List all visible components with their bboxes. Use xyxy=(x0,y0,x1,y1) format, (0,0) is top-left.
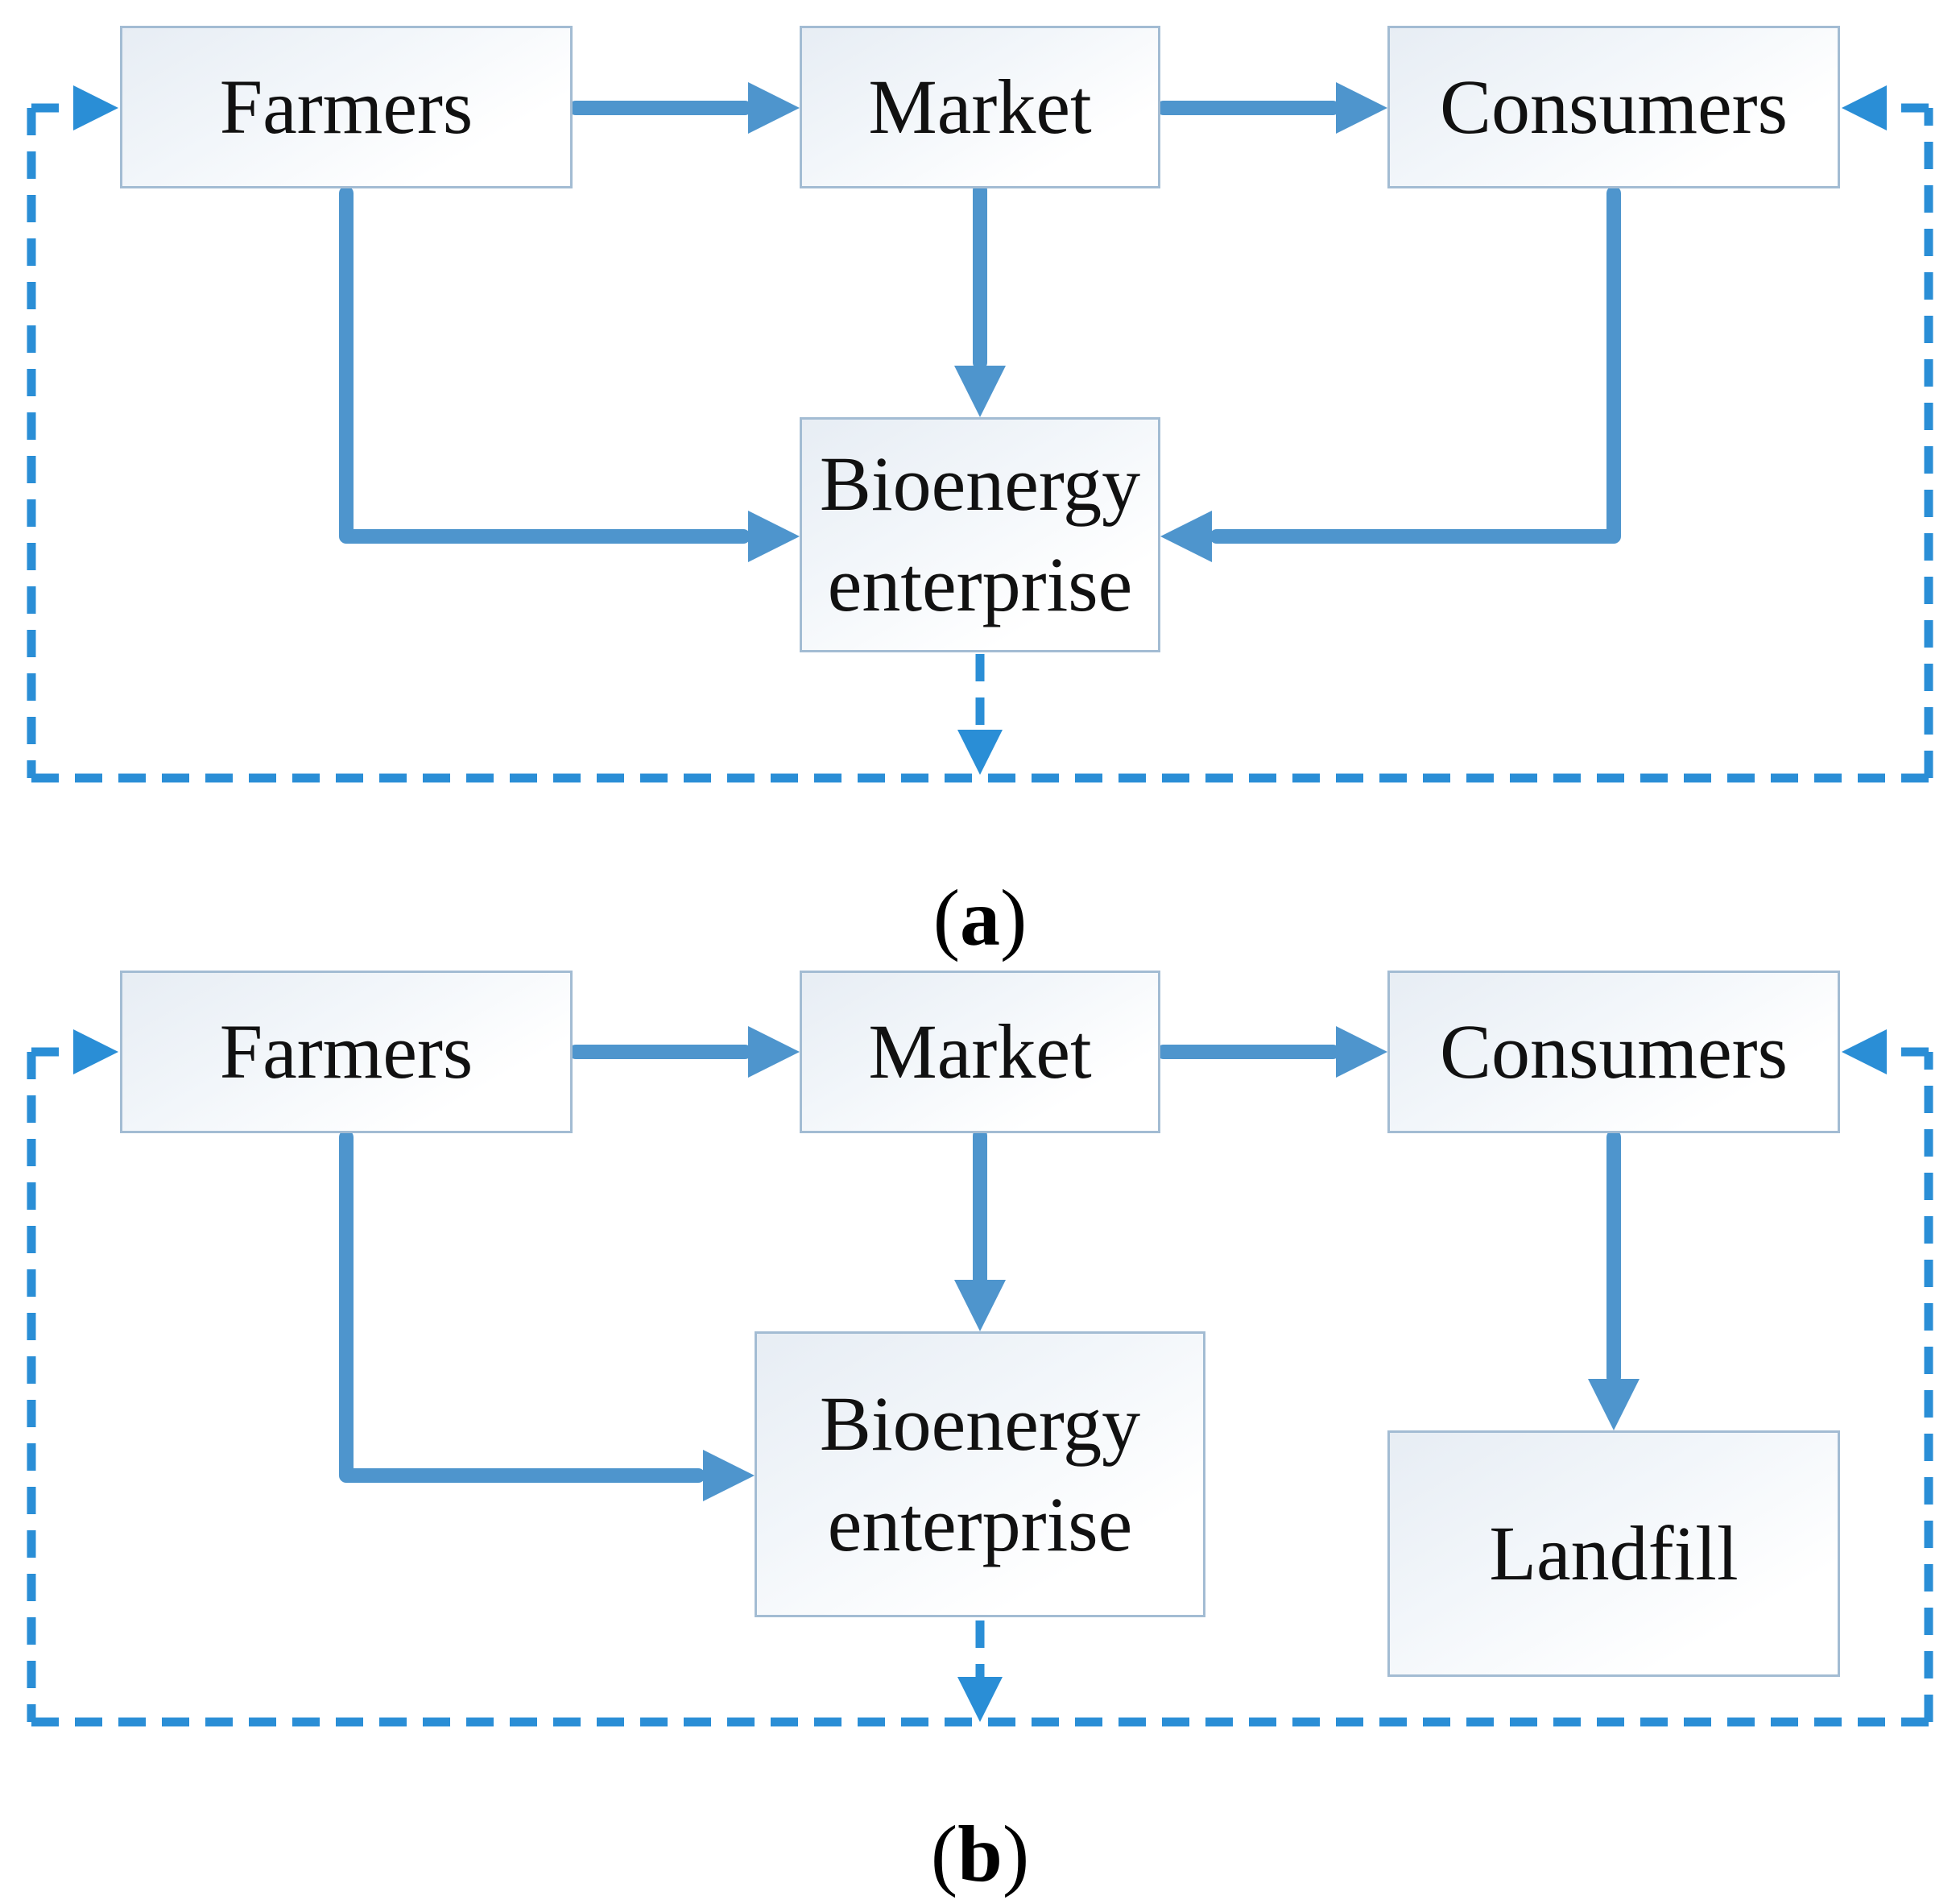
dashed-b-bioenergy-down-head xyxy=(957,1677,1003,1722)
arrow-a-farmers-to-bioenergy xyxy=(339,186,800,562)
arrow-b-market-to-bioenergy xyxy=(954,1128,1006,1331)
panel-b-caption-open: ( xyxy=(930,1809,958,1898)
arrow-a-market-to-bioenergy xyxy=(954,183,1006,417)
node-b-bioenergy-enterprise-label: Bioenergy enterprise xyxy=(819,1380,1141,1567)
node-b-landfill: Landfill xyxy=(1387,1430,1840,1677)
arrow-a-consumers-to-bioenergy xyxy=(1160,186,1621,562)
arrow-a-farmers-to-market xyxy=(569,82,800,134)
dashed-b-into-farmers-head xyxy=(73,1029,118,1074)
node-b-consumers-label: Consumers xyxy=(1440,1008,1788,1095)
panel-b-caption: (b) xyxy=(0,1806,1960,1902)
arrow-a-market-to-consumers xyxy=(1156,82,1387,134)
panel-a-caption-open: ( xyxy=(932,873,960,962)
panel-a-caption: (a) xyxy=(0,870,1960,966)
dashed-b-into-consumers-head xyxy=(1842,1029,1887,1074)
arrow-b-farmers-to-bioenergy xyxy=(339,1130,755,1501)
node-a-farmers: Farmers xyxy=(120,26,573,188)
node-b-farmers-label: Farmers xyxy=(219,1008,473,1095)
dashed-a-bioenergy-down-head xyxy=(957,730,1003,775)
node-a-bioenergy-enterprise: Bioenergy enterprise xyxy=(800,417,1160,652)
arrow-b-consumers-to-landfill xyxy=(1588,1130,1640,1430)
arrow-b-farmers-to-market xyxy=(569,1026,800,1078)
node-b-landfill-label: Landfill xyxy=(1489,1509,1739,1596)
node-a-bioenergy-enterprise-label: Bioenergy enterprise xyxy=(819,441,1141,627)
panel-a-caption-letter: a xyxy=(960,873,1000,962)
panel-a-feedback-loop xyxy=(27,85,1933,783)
dashed-a-into-farmers-head xyxy=(73,85,118,130)
panel-b-caption-close: ) xyxy=(1002,1809,1030,1898)
node-b-bioenergy-enterprise: Bioenergy enterprise xyxy=(755,1331,1205,1617)
node-b-farmers: Farmers xyxy=(120,971,573,1133)
node-a-consumers-label: Consumers xyxy=(1440,63,1788,150)
node-a-consumers: Consumers xyxy=(1387,26,1840,188)
node-b-market: Market xyxy=(800,971,1160,1133)
node-a-farmers-label: Farmers xyxy=(219,63,473,150)
dashed-a-into-consumers-head xyxy=(1842,85,1887,130)
arrow-b-market-to-consumers xyxy=(1156,1026,1387,1078)
panel-a-caption-close: ) xyxy=(1000,873,1028,962)
panel-a-solid-arrows xyxy=(339,82,1621,562)
node-b-consumers: Consumers xyxy=(1387,971,1840,1133)
node-a-market: Market xyxy=(800,26,1160,188)
panel-b-feedback-loop xyxy=(27,1029,1933,1727)
node-b-market-label: Market xyxy=(868,1008,1092,1095)
panel-b-caption-letter: b xyxy=(957,1809,1003,1898)
node-a-market-label: Market xyxy=(868,63,1092,150)
panel-b-solid-arrows xyxy=(339,1026,1640,1501)
